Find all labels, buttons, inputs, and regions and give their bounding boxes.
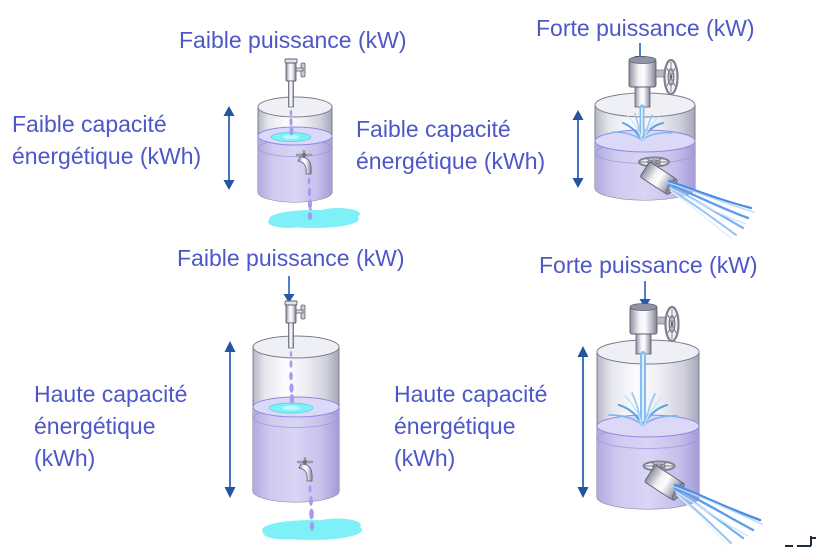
capacity-line: énergétique <box>34 413 156 439</box>
capacity-line: énergétique (kWh) <box>356 148 546 174</box>
label-capacity-bottom-left: Haute capacité énergétique (kWh) <box>34 378 187 474</box>
capacity-arrow-top-left <box>223 106 235 190</box>
capacity-arrow-bottom-right <box>577 346 589 498</box>
corner-artifact-mark <box>785 536 816 547</box>
inlet-drip <box>289 351 295 404</box>
capacity-line: énergétique (kWh) <box>12 143 202 169</box>
capacity-line: (kWh) <box>34 445 96 471</box>
inlet-tap-icon <box>284 300 306 349</box>
tank-small-low-power <box>257 58 360 228</box>
capacity-line: énergétique <box>394 413 516 439</box>
outlet-drip <box>308 485 314 520</box>
inlet-drip <box>289 109 294 136</box>
inlet-jet <box>608 351 678 427</box>
label-capacity-bottom-right: Haute capacité énergétique (kWh) <box>394 378 547 474</box>
capacity-line: Faible capacité <box>12 111 167 137</box>
handwheel-icon <box>663 58 679 96</box>
inlet-valve-icon <box>628 56 679 108</box>
capacity-line: (kWh) <box>394 445 456 471</box>
capacity-arrow-bottom-left <box>224 341 236 498</box>
label-power-bottom-left: Faible puissance (kW) <box>177 245 405 271</box>
tank-tall-low-power <box>252 300 362 540</box>
handwheel-icon <box>664 305 680 343</box>
flow-arrow-bottom-left <box>283 276 295 303</box>
capacity-line: Haute capacité <box>34 381 188 407</box>
outlet-valve-icon <box>642 460 685 501</box>
tank-small-high-power <box>594 56 755 239</box>
outlet-spray <box>673 483 763 545</box>
label-capacity-top-right: Faible capacité énergétique (kWh) <box>356 113 545 177</box>
outlet-faucet-icon <box>297 457 313 482</box>
tank-tall-high-power <box>596 303 763 545</box>
label-power-top-left: Faible puissance (kW) <box>179 27 407 53</box>
outlet-faucet-icon <box>296 150 312 175</box>
capacity-line: Haute capacité <box>394 381 548 407</box>
puddle <box>268 208 360 228</box>
label-capacity-top-left: Faible capacité énergétique (kWh) <box>12 108 201 172</box>
label-power-top-right: Forte puissance (kW) <box>536 15 755 41</box>
outlet-spray <box>667 179 755 239</box>
capacity-line: Faible capacité <box>356 116 511 142</box>
inlet-valve-icon <box>629 303 680 355</box>
capacity-arrow-top-right <box>572 110 584 188</box>
inlet-jet <box>612 104 673 141</box>
inlet-tap-icon <box>284 58 306 108</box>
label-power-bottom-right: Forte puissance (kW) <box>539 252 758 278</box>
